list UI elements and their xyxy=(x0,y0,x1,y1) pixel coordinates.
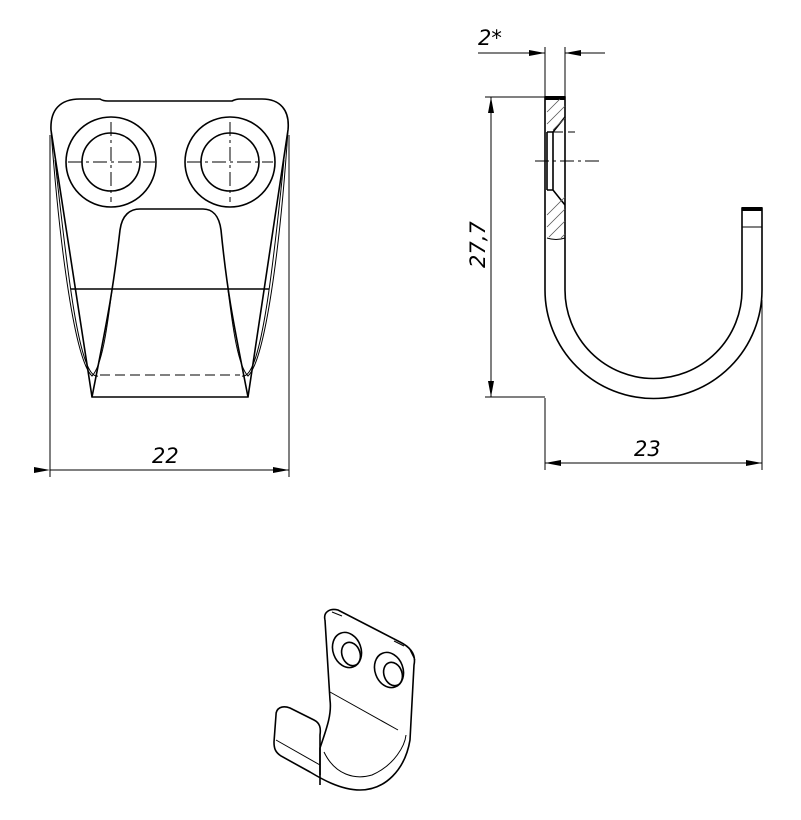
dim-depth-label: 23 xyxy=(634,437,661,461)
dim-width-label: 22 xyxy=(152,444,179,468)
front-outline xyxy=(50,98,289,398)
side-view: 2* 27,7 23 xyxy=(466,26,763,470)
dim-height-label: 27,7 xyxy=(466,221,490,268)
dim-thickness-label: 2* xyxy=(478,26,502,50)
hole-left-counterbore xyxy=(65,116,157,208)
side-outline xyxy=(544,96,763,400)
slot-outline xyxy=(91,208,249,398)
hole-right-counterbore xyxy=(184,116,276,208)
isometric-view xyxy=(273,608,416,791)
front-view: 22 xyxy=(34,98,290,477)
hole-centerlines xyxy=(68,122,273,202)
